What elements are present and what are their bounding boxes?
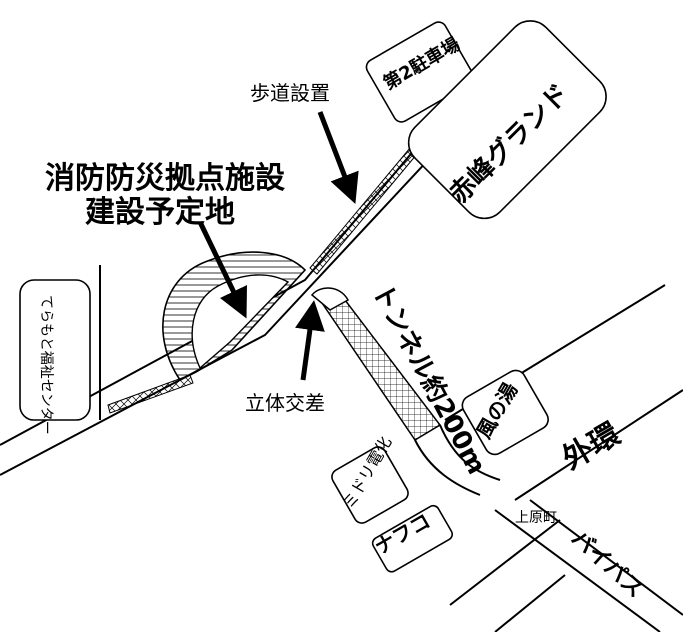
kamiharamachi-label: 上原町	[515, 510, 557, 526]
title-line-2: 建設予定地	[85, 195, 235, 230]
crossing-label: 立体交差	[245, 391, 325, 415]
sidewalk-label: 歩道設置	[250, 81, 330, 105]
site-arrow	[197, 220, 248, 319]
soto-kan-label: 外環	[557, 416, 627, 477]
crossing-arrow	[295, 300, 325, 381]
title-line-1: 消防防災拠点施設	[45, 161, 285, 196]
bypass-road	[494, 499, 683, 632]
bypass-label: バイパス	[566, 526, 648, 603]
nafuko-box	[371, 504, 454, 573]
welfare-label: てらもと福祉センター	[38, 295, 54, 435]
midori-box	[331, 446, 409, 524]
connector-road	[414, 424, 501, 496]
sidewalk-arrow	[317, 111, 359, 205]
welfare-box	[19, 279, 91, 421]
bathhouse-box	[461, 369, 549, 456]
sidewalk-strip-lower	[107, 374, 194, 414]
ground-box	[407, 20, 607, 220]
